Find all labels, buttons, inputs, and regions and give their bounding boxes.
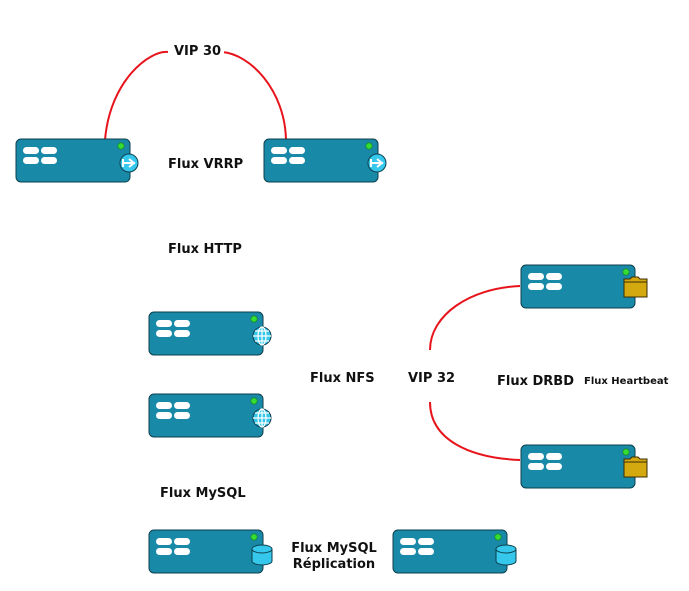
flux-mysql-replication-line2: Réplication (292, 557, 376, 572)
nfs-server-2 (520, 444, 650, 492)
db-server-1 (148, 529, 278, 577)
drive-slot (418, 548, 434, 555)
drive-slot (41, 157, 57, 164)
vrrp-icon-badge (119, 153, 139, 173)
vrrp-icon-badge (367, 153, 387, 173)
folder-icon (520, 444, 648, 489)
folder-icon (520, 264, 648, 309)
status-led (117, 142, 125, 150)
vip32-link (429, 285, 521, 351)
drive-slot (156, 330, 172, 337)
status-led (250, 315, 258, 323)
drive-slot (156, 548, 172, 555)
drive-slot (546, 273, 562, 280)
drive-slot (289, 157, 305, 164)
drive-slot (174, 330, 190, 337)
vip32-link (429, 401, 521, 461)
drive-slot (174, 402, 190, 409)
nfs-server-1 (520, 264, 650, 312)
flux-vrrp-label: Flux VRRP (168, 157, 244, 173)
flux-drbd-label: Flux DRBD (497, 374, 575, 390)
lb-server-2 (263, 138, 393, 186)
status-led (622, 268, 630, 276)
vip30-link (104, 50, 169, 141)
drive-slot (289, 147, 305, 154)
drive-slot (400, 538, 416, 545)
status-led (365, 142, 373, 150)
drive-slot (156, 402, 172, 409)
drive-slot (156, 538, 172, 545)
flux-mysql-replication-line1: Flux MySQL (291, 541, 377, 556)
drive-slot (174, 412, 190, 419)
drive-slot (546, 463, 562, 470)
lb-server-1 (15, 138, 145, 186)
db-server-2 (392, 529, 522, 577)
database-icon (148, 529, 273, 574)
status-led (250, 397, 258, 405)
vip30-link (221, 51, 287, 141)
web-server-1 (148, 311, 278, 359)
drive-slot (418, 538, 434, 545)
web-server-2 (148, 393, 278, 441)
database-icon-badge (251, 544, 273, 566)
database-icon-badge (495, 544, 517, 566)
drive-slot (174, 538, 190, 545)
folder-icon-badge (623, 276, 648, 298)
vip30-label: VIP 30 (171, 44, 225, 60)
drive-slot (528, 463, 544, 470)
globe-icon (148, 393, 272, 438)
drive-slot (400, 548, 416, 555)
status-led (250, 533, 258, 541)
vrrp-icon (15, 138, 139, 183)
status-led (494, 533, 502, 541)
drive-slot (23, 147, 39, 154)
flux-http-label: Flux HTTP (168, 242, 242, 258)
drive-slot (174, 320, 190, 327)
flux-mysql-replication-label: Flux MySQL Réplication (290, 541, 378, 573)
globe-icon-badge (252, 408, 272, 428)
vrrp-icon (263, 138, 387, 183)
drive-slot (528, 283, 544, 290)
drive-slot (156, 320, 172, 327)
drive-slot (271, 147, 287, 154)
drive-slot (546, 283, 562, 290)
folder-icon-badge (623, 456, 648, 478)
flux-nfs-label: Flux NFS (310, 371, 375, 387)
drive-slot (156, 412, 172, 419)
drive-slot (271, 157, 287, 164)
globe-icon (148, 311, 272, 356)
vip32-label: VIP 32 (408, 371, 456, 387)
drive-slot (23, 157, 39, 164)
flux-heartbeat-label: Flux Heartbeat (584, 374, 669, 390)
status-led (622, 448, 630, 456)
drive-slot (41, 147, 57, 154)
drive-slot (528, 273, 544, 280)
drive-slot (528, 453, 544, 460)
drive-slot (174, 548, 190, 555)
flux-mysql-label: Flux MySQL (160, 486, 246, 502)
globe-icon-badge (252, 326, 272, 346)
database-icon (392, 529, 517, 574)
drive-slot (546, 453, 562, 460)
